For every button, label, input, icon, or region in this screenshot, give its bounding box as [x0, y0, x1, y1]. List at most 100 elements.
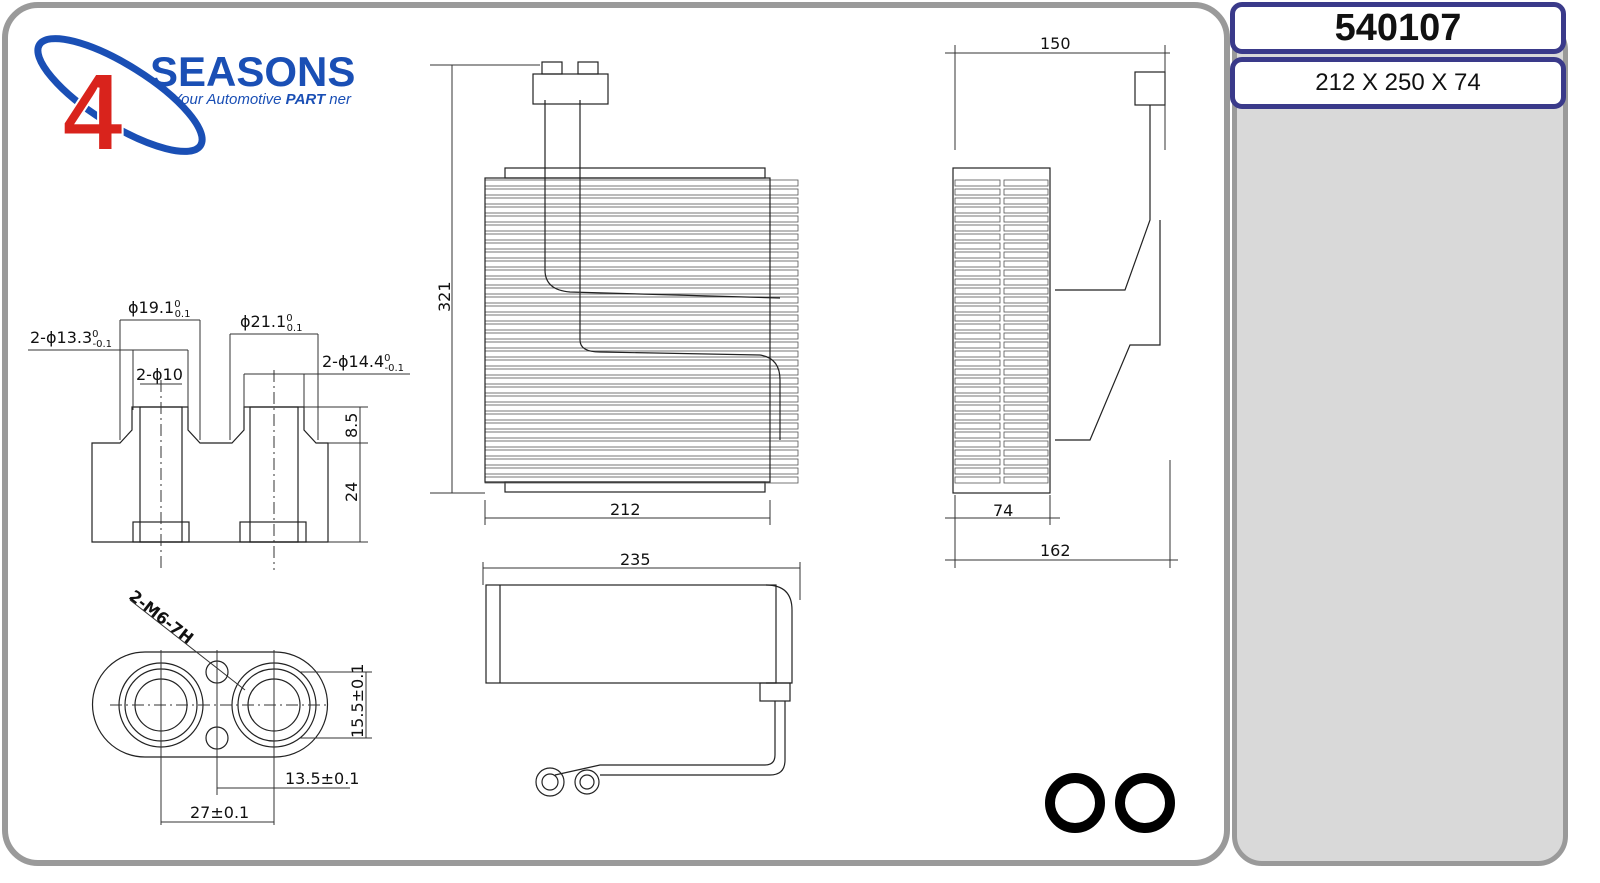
fin-line [954, 458, 1001, 466]
fin-line [954, 206, 1001, 214]
fin-line [1003, 314, 1049, 322]
fin-line [954, 251, 1001, 259]
fin-line [1003, 413, 1049, 421]
fin-line [1003, 368, 1049, 376]
part-number: 540107 [1230, 2, 1566, 54]
fin-line [1003, 350, 1049, 358]
fin-line [1003, 395, 1049, 403]
fin-line [1003, 431, 1049, 439]
fin-line [954, 215, 1001, 223]
drawing-panel [2, 2, 1230, 866]
fin-line [954, 476, 1001, 484]
fin-line [954, 431, 1001, 439]
thread-label: 2-M6-7H [126, 586, 198, 648]
fin-line [954, 296, 1001, 304]
fin-line [484, 260, 799, 268]
fin-line [1003, 233, 1049, 241]
logo-tagline: Your Automotive PART ner [172, 91, 352, 108]
fin-line [954, 305, 1001, 313]
fin-line [954, 404, 1001, 412]
fin-line [484, 350, 799, 358]
fin-line [484, 314, 799, 322]
fin-line [484, 224, 799, 232]
fin-line [484, 422, 799, 430]
fin-line [954, 422, 1001, 430]
fin-line [1003, 206, 1049, 214]
fin-line [484, 287, 799, 295]
fin-line [1003, 440, 1049, 448]
fin-line [1003, 341, 1049, 349]
fin-line [484, 458, 799, 466]
fin-line [954, 314, 1001, 322]
fin-line [484, 305, 799, 313]
fin-line [954, 350, 1001, 358]
fin-line [1003, 188, 1049, 196]
fin-line [484, 431, 799, 439]
fin-line [1003, 215, 1049, 223]
fin-line [484, 404, 799, 412]
dim-h1: 8.5 [342, 413, 361, 438]
fin-line [954, 269, 1001, 277]
fin-line [1003, 323, 1049, 331]
fin-line [954, 368, 1001, 376]
fin-line [954, 323, 1001, 331]
fin-line [484, 377, 799, 385]
fin-line [484, 359, 799, 367]
fin-line [484, 179, 799, 187]
fin-line [954, 260, 1001, 268]
fin-line [954, 242, 1001, 250]
fin-line [1003, 305, 1049, 313]
fin-line [954, 386, 1001, 394]
fin-line [954, 449, 1001, 457]
fin-line [954, 287, 1001, 295]
side-view: 150 74 162 [945, 34, 1178, 568]
fin-line [484, 323, 799, 331]
flange-top-view: 2-M6-7H 15.5±0.1 13.5±0.1 27±0.1 [91, 586, 372, 825]
fin-line [484, 368, 799, 376]
brand-logo: 4 SEASONS Your Automotive PART ner [34, 35, 355, 175]
fin-line [1003, 422, 1049, 430]
dim-d5: 2-ϕ10 [136, 365, 183, 384]
fin-line [484, 197, 799, 205]
fin-line [954, 395, 1001, 403]
fin-line [484, 413, 799, 421]
fin-line [484, 341, 799, 349]
dim-h2: 24 [342, 482, 361, 502]
dim-bottom-length: 235 [620, 550, 651, 569]
fin-line [1003, 197, 1049, 205]
dim-side-core: 74 [993, 501, 1013, 520]
fin-line [484, 278, 799, 286]
fin-line [1003, 251, 1049, 259]
fin-line [484, 206, 799, 214]
fin-line [954, 179, 1001, 187]
fin-line [1003, 458, 1049, 466]
fin-line [1003, 359, 1049, 367]
fin-line [954, 377, 1001, 385]
fin-line [1003, 179, 1049, 187]
dim-d4: 2-ϕ14.40-0.1 [322, 352, 404, 374]
fin-line [1003, 260, 1049, 268]
dim-d3: 2-ϕ13.30-0.1 [30, 328, 112, 350]
fin-line [954, 332, 1001, 340]
fin-line [484, 386, 799, 394]
fin-line [954, 197, 1001, 205]
fin-line [484, 395, 799, 403]
dim-h13: 13.5±0.1 [285, 769, 359, 788]
fin-line [1003, 278, 1049, 286]
fin-line [1003, 242, 1049, 250]
fin-line [484, 269, 799, 277]
fin-line [484, 251, 799, 259]
fin-line [484, 332, 799, 340]
front-view: 321 212 [430, 61, 799, 525]
logo-numeral: 4 [62, 51, 123, 174]
bottom-view: 235 [482, 550, 801, 797]
fin-line [484, 215, 799, 223]
o-ring-icon [1045, 773, 1105, 833]
dim-width: 212 [610, 500, 641, 519]
part-dimensions: 212 X 250 X 74 [1230, 57, 1566, 109]
fin-line [1003, 467, 1049, 475]
fin-line [954, 224, 1001, 232]
fin-line [1003, 296, 1049, 304]
